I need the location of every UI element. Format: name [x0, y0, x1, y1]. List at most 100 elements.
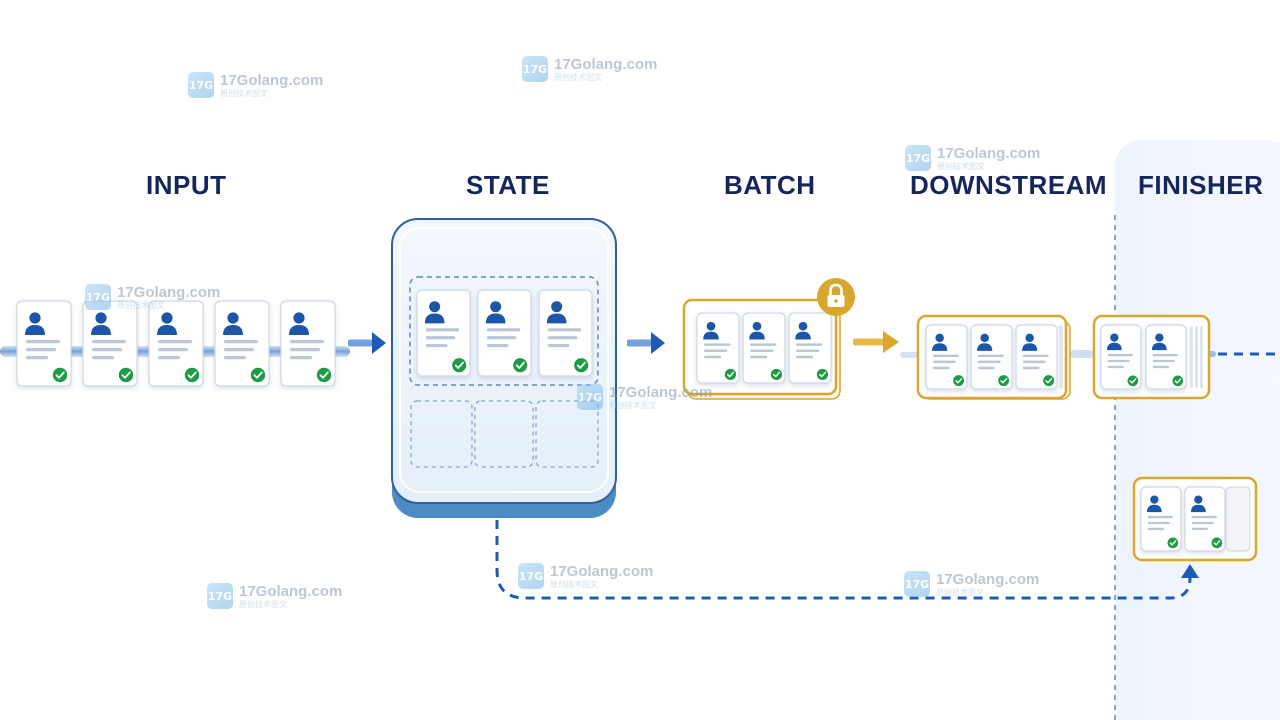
record-card	[1184, 486, 1226, 552]
card-text-line	[1147, 521, 1170, 525]
user-avatar-icon	[752, 321, 762, 331]
card-text-line	[1191, 521, 1214, 525]
check-mark	[576, 361, 586, 369]
arrow-head	[883, 331, 899, 353]
card-text-line	[1107, 365, 1124, 369]
state-inner-rim	[399, 227, 609, 493]
arrow-input-to-state	[348, 332, 386, 354]
check-mark	[773, 371, 781, 378]
card-text-line	[158, 340, 192, 344]
state-active-zone	[409, 276, 599, 386]
user-avatar-icon	[798, 321, 808, 331]
card-text-line	[425, 328, 460, 332]
card-text-line	[932, 354, 959, 358]
user-avatar-icon	[546, 313, 567, 324]
batch-tray	[682, 278, 855, 400]
card-text-line	[1022, 354, 1049, 358]
check-circle-icon	[816, 368, 829, 381]
card-text-line	[1107, 359, 1130, 363]
check-circle-icon	[1167, 537, 1179, 549]
card-body	[416, 289, 471, 377]
padlock-icon	[817, 278, 855, 316]
card-text-line	[1152, 365, 1169, 369]
arrow-state-to-batch	[627, 332, 665, 354]
card-text-line	[1152, 359, 1175, 363]
card-text-line	[932, 366, 950, 370]
arrow-batch-to-downstream	[853, 331, 899, 353]
user-avatar-icon	[1151, 342, 1167, 351]
check-circle-icon	[118, 367, 134, 383]
tray-edge	[1190, 326, 1193, 388]
user-avatar-icon	[932, 343, 948, 351]
card-body	[788, 312, 832, 384]
user-avatar-icon	[703, 331, 719, 340]
card-text-line	[486, 343, 509, 348]
card-body	[280, 300, 336, 387]
card-text-line	[425, 343, 448, 348]
card-text-line	[1191, 515, 1217, 519]
card-text-line	[224, 348, 254, 352]
record-card	[1015, 324, 1058, 390]
check-mark	[454, 361, 464, 369]
user-avatar-icon	[29, 312, 41, 324]
user-avatar-icon	[1022, 343, 1038, 351]
check-mark	[1045, 377, 1053, 384]
card-text-line	[425, 336, 456, 340]
check-circle-icon	[1172, 375, 1184, 387]
record-card	[16, 300, 72, 387]
user-avatar-icon	[25, 325, 45, 335]
check-mark	[121, 371, 131, 379]
user-avatar-icon	[485, 313, 506, 324]
empty-slot	[474, 400, 534, 468]
check-mark	[319, 371, 329, 379]
input-stage	[16, 300, 336, 387]
card-text-line	[750, 355, 768, 359]
user-avatar-icon	[429, 301, 441, 313]
empty-slot	[1225, 486, 1251, 552]
empty-slot	[535, 400, 599, 468]
card-text-line	[704, 349, 728, 353]
card-text-line	[750, 343, 777, 346]
record-card	[82, 300, 138, 387]
check-mark	[187, 371, 197, 379]
user-avatar-icon	[293, 312, 305, 324]
user-avatar-icon	[749, 331, 765, 340]
check-mark	[1000, 377, 1008, 384]
card-text-line	[158, 356, 180, 360]
user-avatar-icon	[1106, 342, 1122, 351]
card-text-line	[224, 356, 246, 360]
check-circle-icon	[316, 367, 332, 383]
arrow-shaft	[627, 339, 653, 347]
check-circle-icon	[953, 375, 965, 387]
check-mark	[1174, 378, 1182, 384]
check-mark	[515, 361, 525, 369]
user-avatar-icon	[551, 301, 563, 313]
user-avatar-icon	[706, 321, 716, 331]
user-avatar-icon	[1146, 504, 1162, 513]
record-card	[1145, 324, 1187, 390]
check-circle-icon	[724, 368, 737, 381]
check-circle-icon	[184, 367, 200, 383]
downstream-tray	[916, 314, 1071, 400]
card-body	[1100, 324, 1142, 390]
card-text-line	[796, 355, 814, 359]
card-text-line	[290, 348, 320, 352]
check-circle-icon	[1043, 375, 1055, 387]
card-text-line	[796, 343, 823, 346]
card-text-line	[224, 340, 258, 344]
user-avatar-icon	[227, 312, 239, 324]
check-mark	[727, 371, 735, 378]
user-avatar-icon	[1110, 333, 1119, 342]
user-avatar-icon	[1190, 504, 1206, 513]
connector-line	[1070, 350, 1094, 358]
record-card	[477, 289, 532, 377]
user-avatar-icon	[289, 325, 309, 335]
check-mark	[55, 371, 65, 379]
check-mark	[1129, 378, 1137, 384]
empty-slot	[410, 400, 473, 468]
check-mark	[1169, 540, 1177, 546]
card-text-line	[796, 349, 820, 353]
card-text-line	[26, 348, 56, 352]
card-text-line	[26, 340, 60, 344]
